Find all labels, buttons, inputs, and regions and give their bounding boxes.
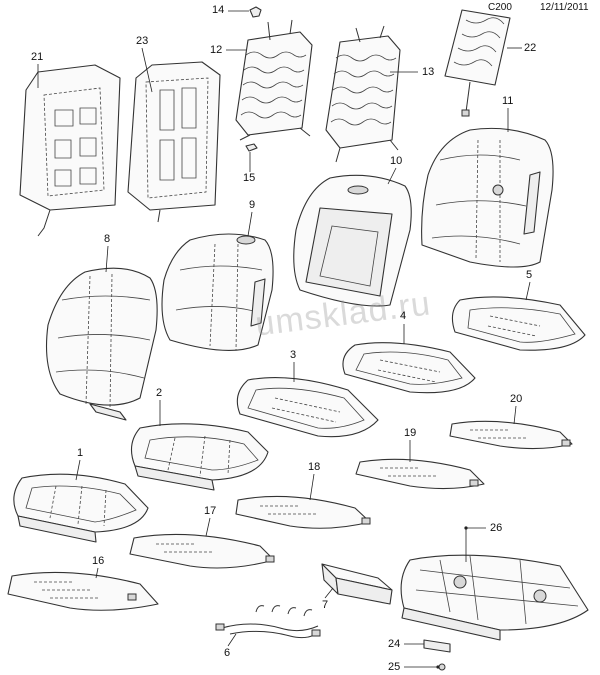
callout-6[interactable]: 6	[224, 647, 231, 659]
part-9-backrest-foam	[161, 233, 274, 351]
part-6-wiring-harness	[215, 605, 321, 639]
part-2-cushion-cover	[130, 423, 269, 491]
callout-20[interactable]: 20	[510, 393, 523, 405]
part-20-cushion-heater-pad	[449, 420, 573, 450]
callout-13[interactable]: 13	[422, 66, 435, 78]
part-16-cushion-pad	[7, 571, 159, 611]
callout-16[interactable]: 16	[92, 555, 105, 567]
part-8-backrest-cover	[45, 267, 158, 421]
callout-22[interactable]: 22	[524, 42, 537, 54]
part-25-screw	[438, 663, 446, 671]
diagram-date: 12/11/2011	[540, 2, 589, 13]
callout-15[interactable]: 15	[243, 172, 256, 184]
callout-18[interactable]: 18	[308, 461, 321, 473]
leader-lines	[37, 10, 531, 669]
callout-19[interactable]: 19	[404, 427, 417, 439]
part-23-backrest-heater-pad	[127, 61, 221, 223]
callout-24[interactable]: 24	[388, 638, 401, 650]
callout-7[interactable]: 7	[322, 599, 329, 611]
part-18-cushion-pad	[235, 495, 371, 529]
callout-23[interactable]: 23	[136, 35, 149, 47]
callout-5[interactable]: 5	[526, 269, 533, 281]
callout-10[interactable]: 10	[390, 155, 403, 167]
callout-2[interactable]: 2	[156, 387, 163, 399]
part-10-backrest-pad	[293, 174, 412, 307]
part-12-backrest-spring-mat	[235, 19, 313, 141]
part-26-seat-adjuster	[400, 554, 589, 641]
callout-12[interactable]: 12	[210, 44, 223, 56]
callout-25[interactable]: 25	[388, 661, 401, 673]
callout-26[interactable]: 26	[490, 522, 503, 534]
part-15-clip	[245, 143, 258, 152]
callout-1[interactable]: 1	[77, 447, 84, 459]
part-13-backrest-spring-mat	[325, 25, 401, 163]
callout-11[interactable]: 11	[502, 95, 514, 107]
part-7-control-module	[321, 563, 393, 605]
part-22-heater-pad	[444, 9, 511, 117]
callout-14[interactable]: 14	[212, 4, 225, 16]
part-11-backrest-cover	[421, 127, 554, 268]
part-4-cushion-pan	[342, 342, 476, 394]
callout-3[interactable]: 3	[290, 349, 297, 361]
callout-21[interactable]: 21	[31, 51, 44, 63]
part-17-cushion-pad	[129, 533, 275, 569]
part-19-cushion-heater-pad	[355, 458, 485, 490]
part-24-switch	[423, 639, 451, 653]
callout-8[interactable]: 8	[104, 233, 111, 245]
part-21-backrest-heater-pad	[19, 64, 121, 237]
part-3-cushion-foam	[236, 377, 379, 438]
callout-9[interactable]: 9	[249, 199, 256, 211]
diagram-code: C200	[488, 2, 512, 13]
part-14-clip	[249, 6, 262, 18]
callout-17[interactable]: 17	[204, 505, 217, 517]
part-5-cushion-frame	[451, 296, 586, 351]
part-1-cushion-cover-assembly	[13, 473, 149, 543]
callout-4[interactable]: 4	[400, 310, 407, 322]
